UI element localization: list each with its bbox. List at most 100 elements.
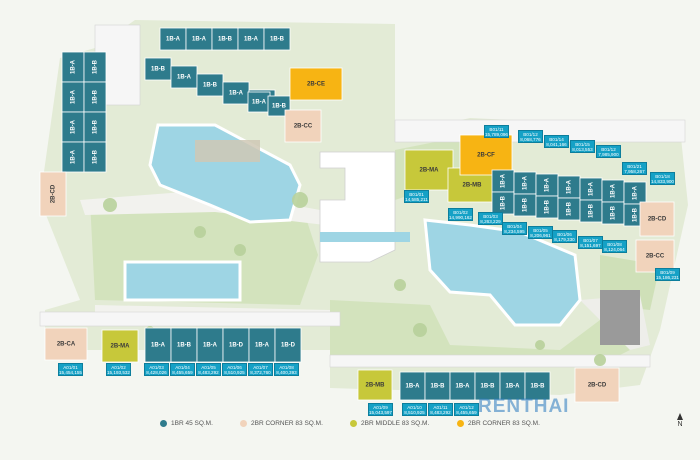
- unit-1b-a: 1B-A: [61, 81, 85, 113]
- lawn-south: [330, 300, 640, 365]
- unit-label: 2B-CE: [307, 82, 325, 88]
- unit-1b-b: 1B-B: [513, 193, 537, 217]
- unit-label: 1B-A: [71, 119, 77, 134]
- unit-code: B01/05: [533, 227, 548, 233]
- unit-1b-a: 1B-A: [61, 141, 85, 173]
- legend-swatch: [240, 420, 247, 427]
- unit-code: A01/08: [279, 364, 294, 370]
- unit-code: B01/02: [453, 209, 468, 215]
- unit-1b-b: 1B-B: [535, 195, 559, 219]
- unit-label: 1B-B: [545, 199, 551, 214]
- se-corridor: [329, 354, 651, 368]
- unit-shape: [289, 67, 343, 101]
- unit-code: B01/11: [489, 126, 504, 132]
- unit-1b-a: 1B-A: [513, 171, 537, 195]
- unit-code: A01/05: [201, 364, 216, 370]
- unit-price: 8,483,292: [198, 369, 219, 375]
- unit-2b-ce: 2B-CE: [289, 67, 343, 101]
- unit-code: A01/02: [111, 364, 126, 370]
- unit-label: 1B-A: [71, 149, 77, 164]
- unit-label: 1B-D: [229, 343, 244, 349]
- unit-price: 7,985,900: [598, 151, 619, 157]
- unit-1b-b: 1B-B: [557, 197, 581, 221]
- unit-2b-cd: 2B-CD: [574, 367, 620, 403]
- unit-code: A01/11: [433, 404, 448, 410]
- unit-label: 1B-B: [589, 203, 595, 218]
- unit-label: 1B-A: [192, 37, 207, 43]
- unit-1b-b: 1B-B: [491, 191, 515, 215]
- pool-deck: [195, 140, 260, 162]
- unit-label: 1B-A: [255, 343, 270, 349]
- unit-shape: [170, 327, 198, 363]
- unit-1b-b: 1B-B: [83, 111, 107, 143]
- unit-shape: [574, 367, 620, 403]
- unit-price: 8,483,292: [430, 409, 451, 415]
- unit-code: B01/01: [409, 191, 424, 197]
- unit-code: A01/12: [459, 404, 474, 410]
- unit-code: A01/01: [63, 364, 78, 370]
- unit-shape: [267, 95, 291, 117]
- unit-1b-a: 1B-A: [623, 181, 647, 205]
- unit-2b-ma: 2B-MA: [101, 329, 139, 363]
- unit-price: 14,990,162: [449, 214, 472, 220]
- unit-1b-b: 1B-B: [196, 73, 224, 97]
- unit-1b-a: 1B-A: [499, 371, 526, 401]
- unit-1b-a: 1B-A: [248, 327, 276, 363]
- unit-label: 1B-B: [611, 205, 617, 220]
- unit-label: 2B-CD: [588, 383, 607, 389]
- north-arrow: N: [676, 413, 684, 428]
- north-arrow-icon: [677, 413, 683, 420]
- unit-1b-a: 1B-A: [247, 91, 271, 113]
- unit-shape: [499, 371, 526, 401]
- unit-price: 8,041,166: [546, 141, 567, 147]
- unit-label: 2B-CC: [646, 254, 665, 260]
- unit-code: B01/14: [549, 136, 564, 142]
- legend-item-1br: 1BR 45 SQ.M.: [160, 420, 213, 427]
- unit-shape: [639, 201, 675, 237]
- unit-1b-b: 1B-B: [83, 81, 107, 113]
- unit-code: A01/09: [373, 404, 388, 410]
- unit-1b-b: 1B-B: [144, 57, 172, 81]
- unit-label: 2B-CD: [648, 217, 667, 223]
- unit-code: B01/21: [627, 163, 642, 169]
- unit-label: 1B-A: [405, 384, 420, 390]
- unit-code: B01/04: [507, 223, 522, 229]
- unit-code: B01/07: [583, 237, 598, 243]
- unit-label: 1B-B: [203, 83, 218, 89]
- watermark: RENTHAI: [478, 396, 570, 417]
- unit-code: B01/12: [523, 131, 538, 137]
- unit-2b-cc: 2B-CC: [635, 239, 675, 273]
- unit-label: 1B-B: [218, 37, 233, 43]
- unit-2b-ma: 2B-MA: [404, 149, 454, 191]
- unit-price: 8,179,330: [554, 236, 575, 242]
- unit-code: B01/09: [660, 269, 675, 275]
- unit-label: 2B-MA: [111, 344, 131, 350]
- unit-shape: [83, 141, 107, 173]
- nw-block-units: 1B-A1B-A1B-B1B-A1B-B1B-B1B-A1B-B1B-A1B-B…: [144, 27, 343, 143]
- unit-price: 8,206,961: [530, 232, 551, 238]
- unit-label: 1B-B: [93, 119, 99, 134]
- unit-2b-cc: 2B-CC: [284, 109, 322, 143]
- unit-1b-b: 1B-B: [170, 327, 198, 363]
- unit-price: 8,234,595: [504, 228, 525, 234]
- unit-label: 1B-A: [71, 89, 77, 104]
- unit-1b-b: 1B-B: [83, 51, 107, 83]
- unit-price: 8,013,553: [572, 146, 593, 152]
- unit-label: 1B-B: [93, 89, 99, 104]
- legend-label: 2BR MIDDLE 83 SQ.M.: [361, 420, 430, 427]
- legend-item-2br-corner: 2BR CORNER 83 SQ.M.: [240, 420, 323, 427]
- unit-1b-b: 1B-B: [579, 199, 603, 223]
- unit-1b-a: 1B-A: [222, 81, 250, 105]
- unit-1b-a: 1B-A: [185, 27, 213, 51]
- unit-price: 8,124,064: [604, 246, 625, 252]
